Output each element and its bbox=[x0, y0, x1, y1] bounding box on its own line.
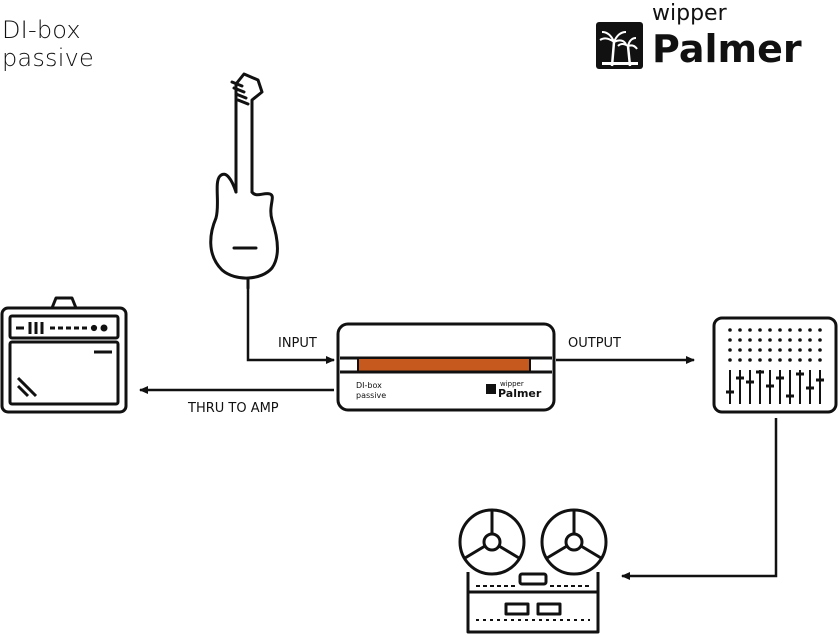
device-stripe bbox=[357, 357, 531, 373]
mixer-knob-dot bbox=[818, 348, 822, 352]
mixer-knob-dot bbox=[728, 328, 732, 332]
mixer-knob-dot bbox=[738, 358, 742, 362]
mixer-knob-dot bbox=[788, 328, 792, 332]
mixer-knob-dot bbox=[768, 338, 772, 342]
mixer-knob-dot bbox=[798, 348, 802, 352]
mixer-knob-dot bbox=[758, 328, 762, 332]
mixer-knob-dot bbox=[758, 338, 762, 342]
mixer-knob-dot bbox=[798, 338, 802, 342]
mixer-knob-dot bbox=[798, 358, 802, 362]
mixer-knob-dot bbox=[758, 358, 762, 362]
mixing-console-icon bbox=[712, 316, 838, 414]
mixer-knob-dot bbox=[748, 328, 752, 332]
mixer-knob-dot bbox=[808, 358, 812, 362]
mixer-knob-dot bbox=[728, 338, 732, 342]
mixer-knob-dot bbox=[818, 328, 822, 332]
mixer-knob-dot bbox=[768, 328, 772, 332]
brand-logo: wipper Palmer bbox=[596, 1, 802, 71]
electric-guitar-icon bbox=[209, 72, 279, 290]
mixer-knob-dot bbox=[788, 348, 792, 352]
mixer-knob-dot bbox=[808, 338, 812, 342]
mixer-knob-dot bbox=[798, 328, 802, 332]
reel-to-reel-recorder-icon bbox=[458, 508, 608, 634]
device-label-line1: DI-box bbox=[356, 381, 382, 390]
thru-label: THRU TO AMP bbox=[187, 401, 279, 416]
mixer-knob-dot bbox=[748, 338, 752, 342]
mixer-knob-dot bbox=[808, 328, 812, 332]
title-line-2: passive bbox=[2, 44, 94, 72]
mixer-knob-dot bbox=[748, 348, 752, 352]
mixer-knob-dot bbox=[808, 348, 812, 352]
mixer-knob-dot bbox=[778, 338, 782, 342]
mixer-knob-dot bbox=[778, 358, 782, 362]
title-line-1: DI-box bbox=[2, 16, 81, 44]
mixer-knob-dot bbox=[788, 358, 792, 362]
device-label-line2: passive bbox=[356, 391, 386, 400]
output-label: OUTPUT bbox=[568, 336, 621, 351]
input-cable bbox=[246, 288, 335, 364]
brand-small-text: wipper bbox=[652, 1, 728, 26]
recorder-cable bbox=[621, 418, 778, 580]
di-box-device: DI-box passive wipper Palmer bbox=[336, 322, 556, 412]
mixer-knob-dot bbox=[778, 348, 782, 352]
mixer-knob-dot bbox=[728, 358, 732, 362]
device-brand-big: Palmer bbox=[498, 387, 542, 400]
mixer-knob-dot bbox=[768, 358, 772, 362]
mixer-knob-dot bbox=[738, 348, 742, 352]
mixer-knob-dot bbox=[818, 338, 822, 342]
guitar-amplifier-icon bbox=[0, 296, 128, 414]
mixer-knob-dot bbox=[818, 358, 822, 362]
input-label: INPUT bbox=[278, 336, 317, 351]
mixer-knob-dot bbox=[788, 338, 792, 342]
mixer-knob-dot bbox=[738, 328, 742, 332]
device-logo-icon bbox=[486, 384, 496, 394]
mixer-knob-dot bbox=[738, 338, 742, 342]
mixer-knob-dot bbox=[728, 348, 732, 352]
mixer-knob-dot bbox=[758, 348, 762, 352]
mixer-knob-dot bbox=[778, 328, 782, 332]
mixer-knob-dot bbox=[768, 348, 772, 352]
palm-trees-icon bbox=[596, 22, 643, 69]
mixer-knob-dot bbox=[748, 358, 752, 362]
device-brand-small: wipper bbox=[500, 380, 524, 388]
brand-big-text: Palmer bbox=[652, 27, 802, 71]
